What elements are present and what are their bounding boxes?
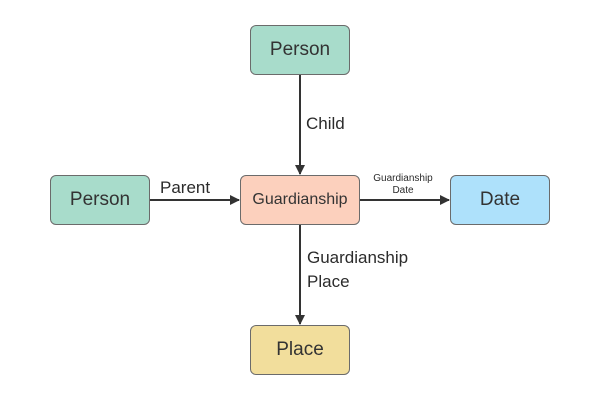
node-person-top: Person [250,25,350,75]
edge-label-guardianship-date: Guardianship Date [362,173,444,197]
edge-label-guardianship-date-line2: Date [392,185,414,196]
edge-label-guardianship-place-line2: Place [307,272,350,291]
edge-label-guardianship-place-line1: Guardianship [307,248,409,267]
edge-label-guardianship-place: Guardianship Place [307,246,408,294]
edge-label-child: Child [306,114,345,133]
edge-label-parent: Parent [160,178,211,197]
node-guardianship: Guardianship [240,175,360,225]
node-date: Date [450,175,550,225]
edge-label-guardianship-date-line1: Guardianship [373,173,433,184]
node-person-left: Person [50,175,150,225]
node-place: Place [250,325,350,375]
